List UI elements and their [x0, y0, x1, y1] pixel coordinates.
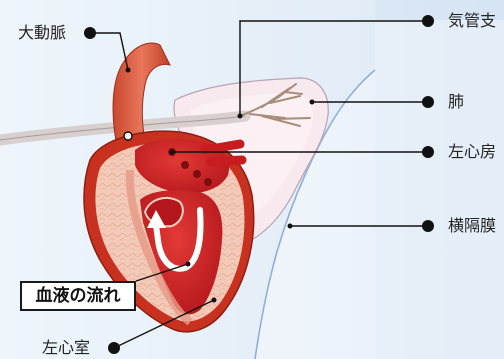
label-lung: 肺	[448, 94, 464, 110]
label-blood-flow: 血液の流れ	[20, 281, 136, 311]
target-bronchus-ring	[124, 132, 132, 140]
marker-diaphragm	[422, 220, 434, 232]
target-diaphragm	[288, 224, 293, 229]
vein-opening-4	[204, 178, 212, 186]
vein-opening-2	[181, 161, 189, 169]
target-left-ventricle	[212, 298, 217, 303]
marker-lung	[422, 96, 434, 108]
label-aorta: 大動脈	[18, 25, 66, 41]
target-left-atrium	[170, 150, 175, 155]
pulmonary-vein-1	[205, 144, 240, 150]
pulmonary-vein-2	[210, 160, 242, 162]
marker-aorta	[84, 27, 96, 39]
label-diaphragm: 横隔膜	[448, 218, 496, 234]
marker-left-atrium	[422, 146, 434, 158]
marker-trachea	[422, 15, 434, 27]
label-trachea: 気管支	[448, 13, 496, 29]
marker-left-ventricle	[108, 342, 120, 354]
target-trachea	[238, 114, 243, 119]
vein-opening-3	[193, 170, 201, 178]
label-left-atrium: 左心房	[448, 144, 496, 160]
label-left-ventricle: 左心室	[42, 340, 90, 356]
target-aorta	[126, 68, 131, 73]
target-lung	[310, 100, 315, 105]
target-flow	[186, 262, 191, 267]
